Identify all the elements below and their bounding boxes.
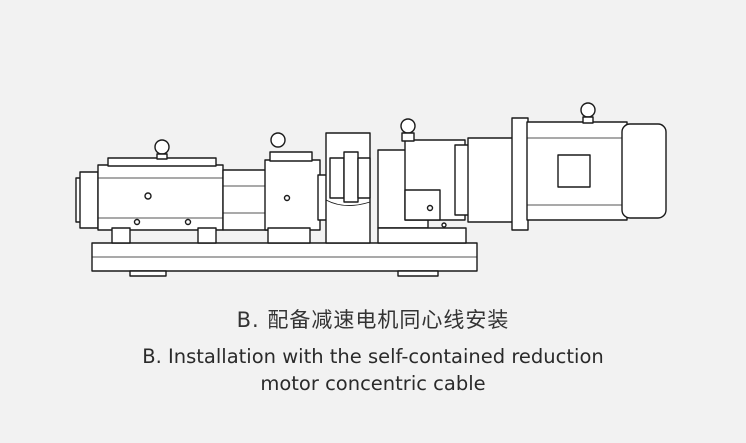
pump-body: [75, 139, 224, 244]
bearing-housing: [222, 132, 329, 244]
coupling: [325, 132, 371, 244]
caption-english-line-2: motor concentric cable: [260, 372, 486, 395]
pump-assembly-drawing: [75, 102, 667, 277]
electric-motor: [467, 102, 667, 231]
base-frame: [91, 242, 478, 277]
caption-chinese: B. 配备减速电机同心线安装: [236, 308, 510, 332]
caption-english-line-1: B. Installation with the self-contained …: [142, 345, 604, 368]
gear-reducer: [377, 118, 474, 244]
